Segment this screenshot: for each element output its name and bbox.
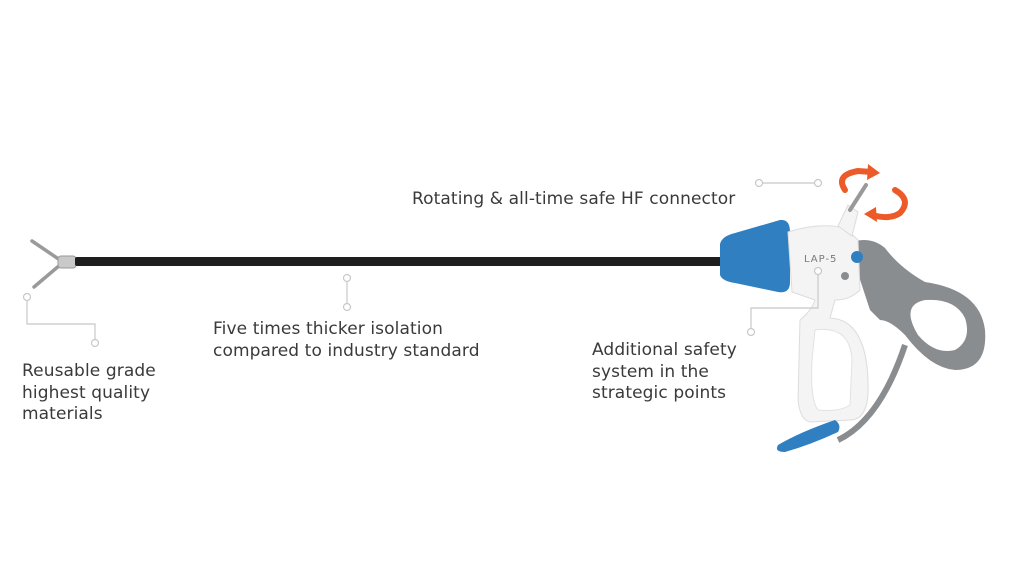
callout-safety-label: Additional safety system in the strategi… (592, 340, 737, 405)
callout-materials-line (22, 292, 100, 348)
callout-connector-line (754, 178, 823, 188)
insulated-shaft (75, 257, 725, 266)
blue-lock-button (851, 251, 863, 263)
movable-handle (848, 239, 986, 370)
rotate-arrows-icon (839, 164, 908, 222)
label-line: materials (22, 404, 103, 424)
model-mark: LAP-5 (804, 254, 837, 265)
label-line: system in the (592, 361, 709, 382)
grasper-jaws (30, 239, 77, 289)
label-line: Additional safety (592, 340, 737, 360)
label-line: Rotating & all-time safe HF connector (412, 189, 736, 209)
blue-trigger (776, 420, 840, 452)
callout-safety-line (746, 266, 823, 337)
label-line: highest quality (22, 382, 151, 403)
callout-lines (22, 178, 823, 348)
hf-connector-pin (848, 183, 868, 212)
connector-post (837, 204, 859, 237)
gray-pivot (841, 272, 849, 280)
callout-materials-label: Reusable grade highest quality materials (22, 361, 156, 426)
label-line: compared to industry standard (213, 340, 480, 361)
label-line: Five times thicker isolation (213, 319, 443, 339)
label-line: Reusable grade (22, 361, 156, 381)
label-line: strategic points (592, 383, 727, 403)
ratchet-bar (836, 344, 908, 443)
callout-isolation-line (342, 273, 352, 312)
finger-loop-opening (811, 328, 853, 411)
callout-isolation-label: Five times thicker isolation compared to… (213, 319, 480, 362)
rotation-knob (720, 219, 790, 293)
callout-connector-label: Rotating & all-time safe HF connector (412, 189, 735, 211)
